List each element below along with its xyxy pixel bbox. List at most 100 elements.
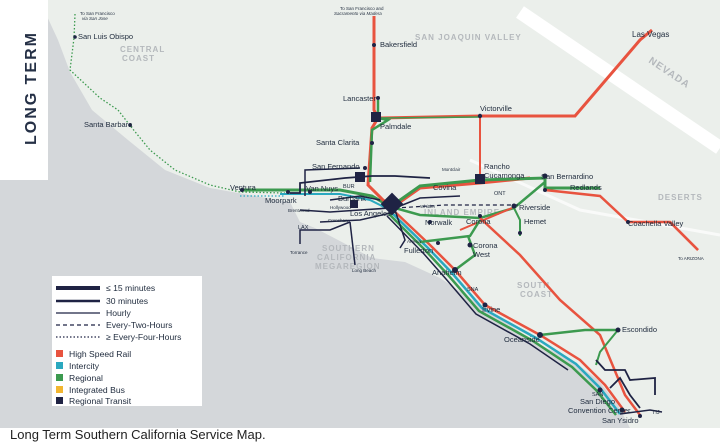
- legend: ≤ 15 minutes 30 minutes Hourly Every-Two…: [52, 276, 202, 406]
- station-coachella-valley: Coachella Valley: [628, 219, 684, 228]
- legend-label-two-hours: Every-Two-Hours: [106, 319, 173, 330]
- station-corona-west-2: West: [473, 250, 491, 259]
- station-corona-west-1: Corona: [473, 241, 498, 250]
- station-victorville: Victorville: [480, 104, 512, 113]
- legend-swatch-transit: [56, 397, 63, 404]
- legend-row-regional: Regional: [52, 372, 103, 383]
- legend-label-transit: Regional Transit: [69, 395, 132, 406]
- legend-row-transit: Regional Transit: [52, 395, 131, 406]
- station-crenshaw: Crenshaw: [328, 218, 349, 223]
- legend-row-hsr: High Speed Rail: [52, 348, 131, 359]
- route-regional-fullerton: [419, 219, 482, 244]
- station-palmdale: Palmdale: [380, 122, 411, 131]
- route-regional-sb: [392, 176, 600, 207]
- dest-sf-sj-2: via San Jose: [82, 16, 108, 21]
- station-bakersfield: Bakersfield: [380, 40, 417, 49]
- station-san-ysidro: San Ysidro: [602, 416, 639, 425]
- station-torrance: Torrance: [290, 250, 308, 255]
- region-deserts: DESERTS: [658, 193, 703, 202]
- legend-row-intercity: Intercity: [52, 360, 99, 371]
- station-riverside: Riverside: [519, 203, 550, 212]
- region-south-coast-2: COAST: [520, 290, 553, 299]
- station-san: SAN: [592, 392, 603, 398]
- dest-sf-sac-2: Sacramento via Madera: [334, 11, 382, 16]
- legend-label-hsr: High Speed Rail: [69, 348, 132, 359]
- station-moorpark: Moorpark: [265, 196, 297, 205]
- station-hemet: Hemet: [524, 217, 547, 226]
- region-south-coast-1: SOUTH: [517, 281, 550, 290]
- dest-sf-sac-1: To San Francisco and: [340, 6, 384, 11]
- station-covina: Covina: [433, 183, 457, 192]
- station-sna: SNA: [467, 287, 479, 293]
- route-hsr-sandiego: [479, 217, 641, 416]
- dest-sf-sj-1: To San Francisco: [80, 11, 115, 16]
- region-central-coast-2: COAST: [122, 54, 155, 63]
- station-redlands: Redlands: [570, 183, 602, 192]
- station-santa-clarita: Santa Clarita: [316, 138, 360, 147]
- legend-row-two-hours: Every-Two-Hours: [52, 319, 172, 330]
- region-central-coast: CENTRAL: [120, 45, 165, 54]
- dest-tij: TIJ: [652, 410, 660, 416]
- route-coast-main-teal: [390, 211, 621, 415]
- station-san-luis-obispo: San Luis Obispo: [78, 32, 133, 41]
- station-los-angeles: Los Angeles: [350, 209, 391, 218]
- legend-row-30min: 30 minutes: [52, 295, 148, 306]
- region-megaregion-3: MEGAREGION: [315, 262, 381, 271]
- station-norwalk: Norwalk: [425, 218, 452, 227]
- station-long-beach: Long Beach: [352, 268, 377, 273]
- route-dashed-ont: [394, 204, 520, 209]
- route-riverside-hemet: [513, 207, 521, 236]
- legend-swatch-intercity: [56, 362, 63, 369]
- station-anaheim: Anaheim: [432, 268, 462, 277]
- station-burbank: Burbank: [338, 194, 366, 203]
- station-las-vegas: Las Vegas: [632, 30, 669, 39]
- legend-label-four-hours: ≥ Every-Four-Hours: [106, 331, 182, 342]
- route-coast-main-navy: [386, 215, 569, 371]
- station-hollywood: Hollywood: [330, 205, 351, 210]
- map-caption: Long Term Southern California Service Ma…: [10, 427, 266, 442]
- legend-row-bus: Integrated Bus: [52, 384, 125, 395]
- legend-row-four-hours: ≥ Every-Four-Hours: [52, 331, 181, 342]
- route-coast-main-green: [388, 213, 617, 416]
- station-lancaster: Lancaster: [343, 94, 376, 103]
- route-hsr-north: [366, 16, 394, 209]
- station-fullerton: Fullerton: [404, 246, 433, 255]
- station-ventura: Ventura: [230, 183, 257, 192]
- legend-label-30min: 30 minutes: [106, 295, 149, 306]
- legend-row-hourly: Hourly: [52, 307, 131, 318]
- station-san-bernardino: San Bernardino: [541, 172, 593, 181]
- legend-label-bus: Integrated Bus: [69, 384, 125, 395]
- side-title-band: [0, 0, 48, 180]
- legend-swatch-bus: [56, 386, 63, 393]
- station-lax: LAX: [298, 225, 309, 231]
- region-megaregion-1: SOUTHERN: [322, 244, 375, 253]
- route-regional-escondido: [539, 328, 618, 337]
- region-inland-empire: INLAND EMPIRE: [424, 208, 500, 217]
- legend-label-intercity: Intercity: [69, 360, 100, 371]
- transit-valley: [290, 175, 431, 194]
- station-brentwood: Brentwood: [288, 208, 310, 213]
- region-san-joaquin-valley: SAN JOAQUIN VALLEY: [415, 33, 522, 42]
- legend-label-hourly: Hourly: [106, 307, 131, 318]
- station-rancho-2: Cucamonga: [484, 171, 525, 180]
- legend-row-15min: ≤ 15 minutes: [52, 282, 155, 293]
- station-montclair: Montclair: [442, 167, 461, 172]
- station-artesia: Artesia: [407, 239, 422, 244]
- side-title: LONG TERM: [23, 31, 40, 145]
- route-coast-dotted: [69, 13, 286, 194]
- station-bur: BUR: [343, 184, 355, 190]
- station-irvine: Irvine: [482, 305, 500, 314]
- station-san-diego: San Diego: [580, 397, 615, 406]
- nevada-border: [516, 6, 720, 154]
- station-corona: Corona: [466, 217, 491, 226]
- legend-swatch-regional: [56, 374, 63, 381]
- station-ont: ONT: [494, 191, 506, 197]
- station-rancho-1: Rancho: [484, 162, 510, 171]
- route-coast-main-red: [392, 209, 627, 413]
- legend-label-15min: ≤ 15 minutes: [106, 282, 156, 293]
- station-san-fernando: San Fernando: [312, 162, 360, 171]
- station-whittier: Whittier: [420, 204, 436, 209]
- station-van-nuys: Van Nuys: [306, 184, 338, 193]
- station-escondido: Escondido: [622, 325, 657, 334]
- station-convention-center: Convention Center: [568, 406, 631, 415]
